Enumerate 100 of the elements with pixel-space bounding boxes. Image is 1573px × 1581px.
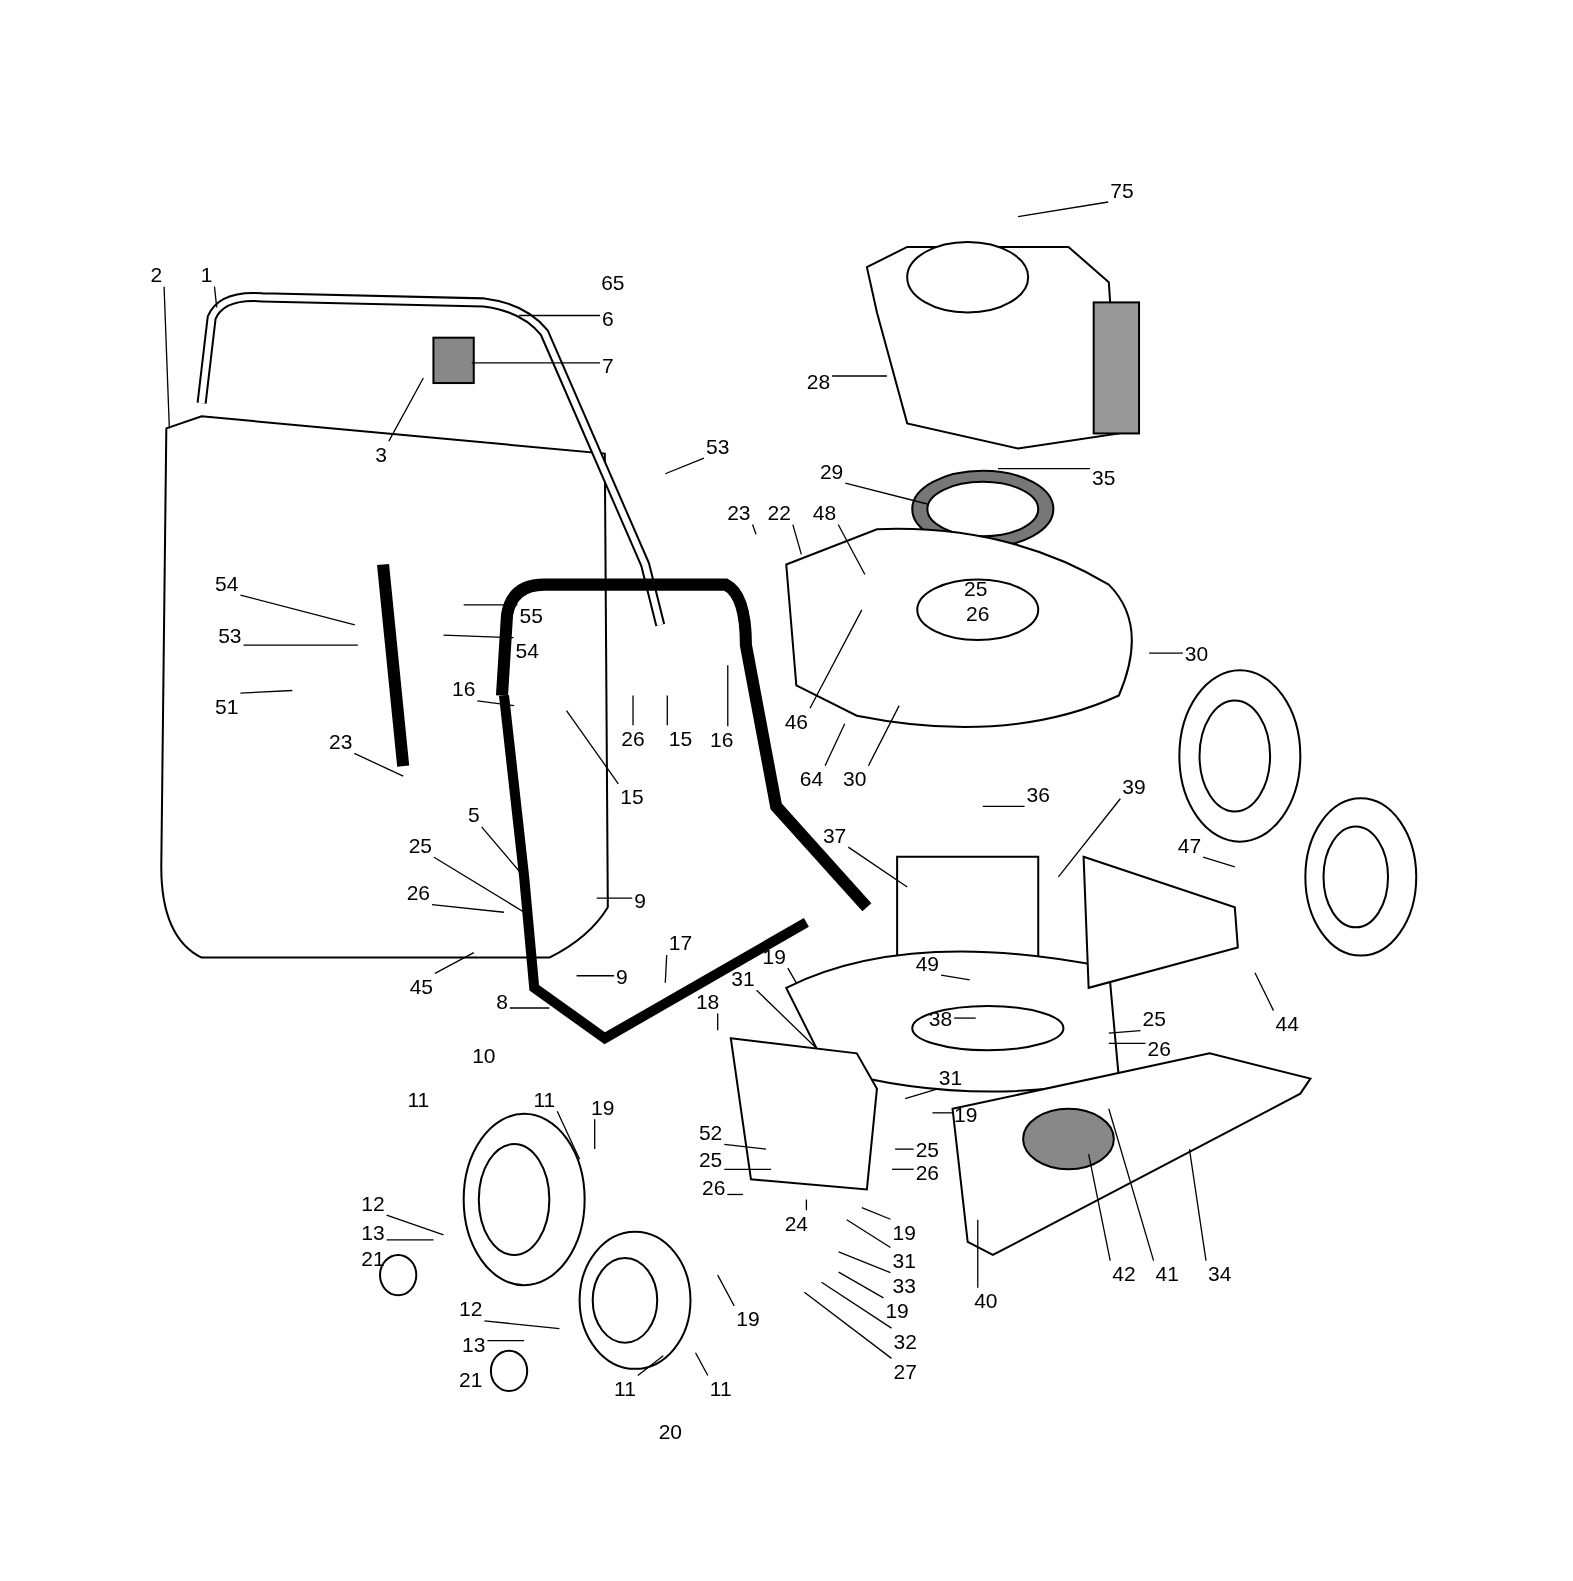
callout-number: 31 bbox=[938, 1066, 963, 1088]
leader-line bbox=[664, 954, 668, 984]
leader-line bbox=[483, 1320, 561, 1330]
callout-number: 16 bbox=[710, 728, 734, 750]
leader-line bbox=[442, 634, 515, 639]
leader-line bbox=[694, 1352, 709, 1377]
leader-line bbox=[846, 1219, 892, 1249]
callout-number: 53 bbox=[706, 435, 730, 457]
callout-number: 31 bbox=[731, 967, 755, 989]
leader-line bbox=[594, 1118, 596, 1150]
callout-number: 3 bbox=[375, 443, 387, 465]
callout-number: 22 bbox=[767, 501, 791, 523]
callout-number: 26 bbox=[621, 727, 645, 749]
callout-number: 23 bbox=[727, 501, 751, 523]
leader-line bbox=[1108, 1029, 1142, 1034]
leader-line bbox=[666, 694, 668, 726]
callout-number: 65 bbox=[601, 271, 625, 293]
callout-number: 49 bbox=[915, 952, 940, 974]
callout-number: 12 bbox=[361, 1192, 385, 1214]
leader-line bbox=[824, 723, 846, 767]
callout-number: 30 bbox=[843, 767, 867, 789]
callout-number: 46 bbox=[784, 710, 808, 732]
callout-number: 35 bbox=[1092, 466, 1116, 488]
callout-number: 2 bbox=[150, 263, 163, 285]
callout-number: 26 bbox=[702, 1176, 726, 1198]
callout-number: 11 bbox=[533, 1088, 556, 1110]
leader-line bbox=[1202, 856, 1236, 868]
callout-number: 26 bbox=[1147, 1037, 1171, 1059]
callout-number: 5 bbox=[467, 803, 480, 825]
callout-number: 20 bbox=[658, 1420, 682, 1442]
leader-line bbox=[632, 694, 634, 726]
callout-number: 21 bbox=[459, 1368, 483, 1390]
callout-number: 34 bbox=[1208, 1262, 1232, 1284]
leader-line bbox=[637, 1355, 664, 1377]
callout-number: 29 bbox=[819, 460, 844, 482]
leader-line bbox=[565, 710, 619, 785]
callout-number: 16 bbox=[452, 677, 476, 699]
leader-line bbox=[518, 314, 601, 317]
callout-number: 27 bbox=[893, 1360, 917, 1382]
leader-line bbox=[931, 1112, 953, 1114]
callout-number: 25 bbox=[698, 1148, 723, 1170]
leader-line bbox=[486, 1340, 525, 1342]
leader-line bbox=[353, 752, 404, 777]
leader-line bbox=[803, 1291, 893, 1360]
leader-line bbox=[787, 967, 797, 984]
callout-number: 19 bbox=[892, 1221, 916, 1243]
leader-line bbox=[1017, 201, 1109, 218]
leader-line bbox=[792, 523, 802, 556]
callout-number: 47 bbox=[1177, 834, 1202, 856]
leader-line bbox=[596, 897, 633, 899]
leader-line bbox=[723, 1168, 772, 1170]
callout-number: 19 bbox=[762, 945, 786, 967]
leader-line bbox=[476, 700, 515, 707]
leader-line bbox=[386, 1214, 445, 1236]
callout-number: 19 bbox=[954, 1103, 978, 1125]
callout-number: 36 bbox=[1026, 783, 1050, 805]
leader-line bbox=[163, 286, 170, 430]
callout-number: 19 bbox=[885, 1299, 909, 1321]
callout-number: 75 bbox=[1110, 179, 1134, 200]
callout-number: 55 bbox=[519, 604, 543, 626]
callout-number: 13 bbox=[462, 1333, 486, 1355]
leader-line bbox=[904, 1088, 938, 1100]
leader-line bbox=[239, 594, 356, 626]
callout-number: 26 bbox=[406, 881, 430, 903]
leader-line bbox=[431, 903, 505, 913]
leader-line bbox=[471, 362, 601, 364]
leader-line bbox=[805, 1198, 808, 1211]
callout-number: 40 bbox=[974, 1289, 998, 1311]
leader-line bbox=[867, 704, 900, 767]
leader-line bbox=[242, 644, 359, 646]
callout-number: 51 bbox=[215, 695, 239, 717]
leader-line bbox=[1254, 972, 1275, 1012]
callout-number: 33 bbox=[892, 1274, 916, 1296]
leader-line bbox=[838, 1251, 892, 1274]
leader-line bbox=[463, 604, 519, 606]
callout-number: 25 bbox=[915, 1138, 940, 1160]
callout-number: 23 bbox=[329, 730, 353, 752]
leader-line bbox=[239, 689, 293, 694]
leader-line bbox=[213, 286, 218, 309]
callout-number: 11 bbox=[709, 1377, 732, 1399]
leader-line bbox=[1057, 798, 1121, 878]
leader-line bbox=[838, 1271, 885, 1299]
leader-line bbox=[837, 523, 866, 576]
leader-line bbox=[831, 375, 888, 377]
callout-number: 10 bbox=[472, 1044, 496, 1066]
callout-number: 54 bbox=[515, 639, 539, 661]
leader-line bbox=[509, 1007, 550, 1009]
callout-number: 12 bbox=[459, 1297, 483, 1319]
callout-number: 32 bbox=[893, 1330, 917, 1352]
leader-line bbox=[997, 468, 1091, 470]
callout-number: 21 bbox=[361, 1247, 385, 1269]
callout-number: 17 bbox=[668, 931, 693, 953]
callout-number: 48 bbox=[812, 501, 837, 523]
callout-number: 19 bbox=[736, 1307, 760, 1329]
leader-line bbox=[723, 1143, 767, 1150]
callout-number: 64 bbox=[799, 767, 824, 789]
callout-number: 8 bbox=[496, 990, 508, 1012]
callout-number: 30 bbox=[1184, 642, 1209, 664]
leader-line bbox=[809, 609, 863, 709]
callout-number: 19 bbox=[591, 1096, 615, 1118]
